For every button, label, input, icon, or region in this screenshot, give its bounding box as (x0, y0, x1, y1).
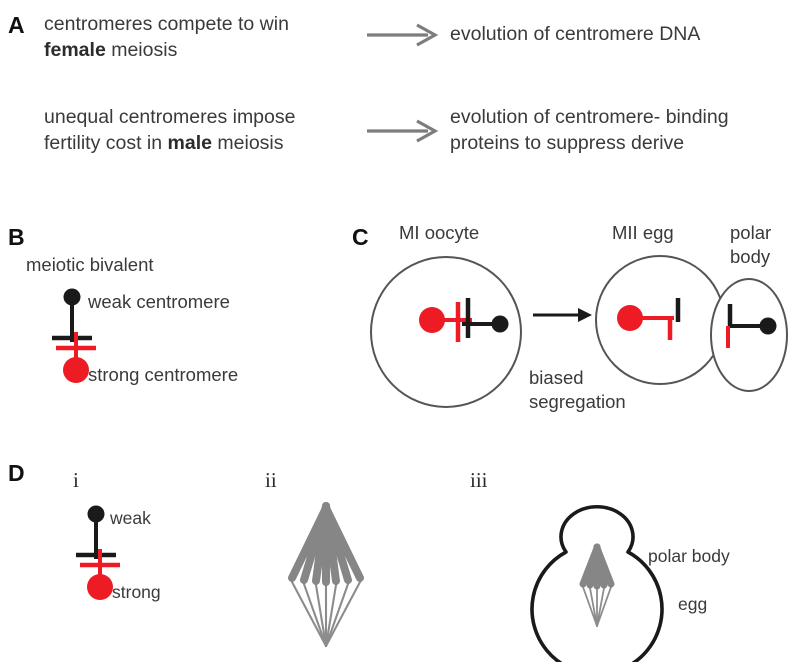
panel-d-step-i-numeral: i (73, 468, 79, 492)
panel-a-row2-tail: meiosis (212, 131, 284, 154)
strong-centromere-dot (419, 307, 445, 333)
panel-label-d: D (8, 460, 25, 486)
weak-centromere-dot (87, 505, 105, 523)
panel-a-row2-cause-line1: unequal centromeres impose (44, 106, 296, 128)
panel-a-row2-effect: evolution of centromere- binding protein… (450, 106, 729, 154)
panel-a-row2-cause: unequal centromeres impose fertility cost… (44, 105, 374, 156)
panel-label-a: A (8, 12, 25, 38)
egg-with-polar-body-icon (530, 505, 664, 662)
panel-a-row1-cause: centromeres compete to win female meiosis (44, 12, 364, 63)
mii-egg-chromosome-icon (617, 298, 681, 340)
strong-centromere-dot (617, 305, 643, 331)
panel-b-weak-label: weak centromere (88, 291, 230, 312)
panel-d-polar-body-label: polar body (648, 546, 730, 566)
panel-c-mi-oocyte-label: MI oocyte (399, 222, 480, 243)
panel-d-weak-label: weak (110, 508, 151, 528)
strong-centromere-dot (63, 357, 89, 383)
strong-centromere-dot (87, 574, 113, 600)
panel-a-row2-cause-head: fertility cost in (44, 131, 168, 154)
panel-a-row1-bold: female (44, 38, 106, 61)
panel-d-egg-label: egg (678, 594, 708, 614)
right-arrow-icon (533, 308, 592, 322)
meiotic-bivalent-vertical-icon (76, 505, 120, 600)
panel-c-arrow-caption: biased segregation (529, 367, 626, 412)
panel-d-step-ii-numeral: ii (265, 468, 277, 492)
weak-centromere-dot (491, 315, 509, 333)
panel-d-step-iii-numeral: iii (470, 468, 488, 492)
mi-oocyte-cell (370, 256, 522, 408)
meiotic-bivalent-horizontal-icon (419, 298, 509, 342)
weak-centromere-dot (759, 317, 777, 335)
panel-a-row1-cause-line1: centromeres compete to win (44, 13, 289, 35)
panel-a-row1-tail: meiosis (105, 38, 178, 61)
panel-b-title: meiotic bivalent (26, 254, 154, 275)
polar-body-chromosome-icon (726, 304, 777, 348)
meiotic-bivalent-vertical-icon (52, 288, 96, 383)
right-arrow-icon (367, 119, 439, 143)
panel-d-strong-label: strong (112, 582, 161, 602)
weak-centromere-dot (63, 288, 81, 306)
panel-label-c: C (352, 224, 369, 250)
panel-a-row2-bold: male (167, 131, 212, 154)
meiotic-spindle-icon (288, 502, 364, 648)
panel-c-polar-body-label: polar body (730, 222, 772, 267)
right-arrow-icon (367, 23, 439, 47)
panel-b-strong-label: strong centromere (88, 364, 239, 385)
panel-c-mii-egg-label: MII egg (612, 222, 674, 243)
panel-label-b: B (8, 224, 25, 250)
panel-a-row1-effect: evolution of centromere DNA (450, 23, 701, 45)
